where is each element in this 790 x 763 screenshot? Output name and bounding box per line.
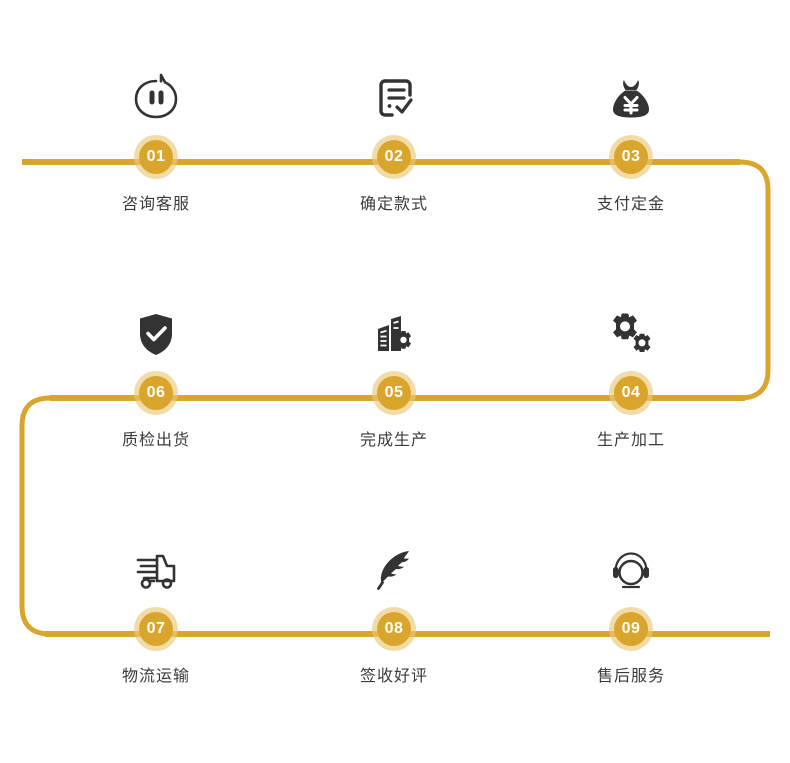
step-badge-05: 05 — [314, 370, 474, 416]
step-01[interactable]: 01 咨询客服 — [76, 62, 236, 214]
step-number: 07 — [146, 620, 166, 637]
step-badge-07: 07 — [76, 606, 236, 652]
badge-core — [377, 140, 411, 174]
document-checklist-icon — [314, 62, 474, 134]
step-number: 06 — [146, 384, 166, 401]
step-08[interactable]: 08 签收好评 — [314, 534, 474, 686]
badge-core — [139, 140, 173, 174]
step-label: 支付定金 — [596, 196, 665, 213]
step-label: 生产加工 — [596, 432, 665, 449]
badge-core — [139, 376, 173, 410]
step-badge-02: 02 — [314, 134, 474, 180]
step-label: 质检出货 — [121, 432, 190, 449]
left-uturn-connector — [19, 395, 73, 637]
step-02[interactable]: 02 确定款式 — [314, 62, 474, 214]
quill-feather-icon — [314, 534, 474, 606]
step-09[interactable]: 09 售后服务 — [551, 534, 711, 686]
gears-icon — [551, 298, 711, 370]
shield-check-icon — [76, 298, 236, 370]
step-06[interactable]: 06 质检出货 — [76, 298, 236, 450]
badge-core — [377, 376, 411, 410]
step-badge-08: 08 — [314, 606, 474, 652]
badge-core — [614, 612, 648, 646]
step-badge-06: 06 — [76, 370, 236, 416]
step-badge-03: 03 — [551, 134, 711, 180]
step-label: 物流运输 — [121, 668, 190, 685]
badge-core — [139, 612, 173, 646]
badge-core — [377, 612, 411, 646]
step-number: 03 — [621, 148, 641, 165]
step-number: 05 — [384, 384, 404, 401]
badge-core — [614, 376, 648, 410]
step-number: 08 — [384, 620, 404, 637]
step-label: 咨询客服 — [121, 196, 190, 213]
step-number: 02 — [384, 148, 404, 165]
step-badge-01: 01 — [76, 134, 236, 180]
step-number: 04 — [621, 384, 641, 401]
badge-core — [614, 140, 648, 174]
step-04[interactable]: 04 生产加工 — [551, 298, 711, 450]
right-uturn-connector — [717, 159, 771, 401]
step-badge-04: 04 — [551, 370, 711, 416]
factory-gear-icon — [314, 298, 474, 370]
step-07[interactable]: 07 物流运输 — [76, 534, 236, 686]
step-label: 售后服务 — [596, 668, 665, 685]
step-label: 签收好评 — [359, 668, 428, 685]
step-03[interactable]: 03 支付定金 — [551, 62, 711, 214]
speech-bubble-icon — [76, 62, 236, 134]
step-label: 完成生产 — [359, 432, 428, 449]
step-label: 确定款式 — [359, 196, 428, 213]
step-number: 01 — [146, 148, 166, 165]
step-badge-09: 09 — [551, 606, 711, 652]
delivery-truck-icon — [76, 534, 236, 606]
headset-icon — [551, 534, 711, 606]
step-05[interactable]: 05 完成生产 — [314, 298, 474, 450]
money-bag-yen-icon — [551, 62, 711, 134]
step-number: 09 — [621, 620, 641, 637]
